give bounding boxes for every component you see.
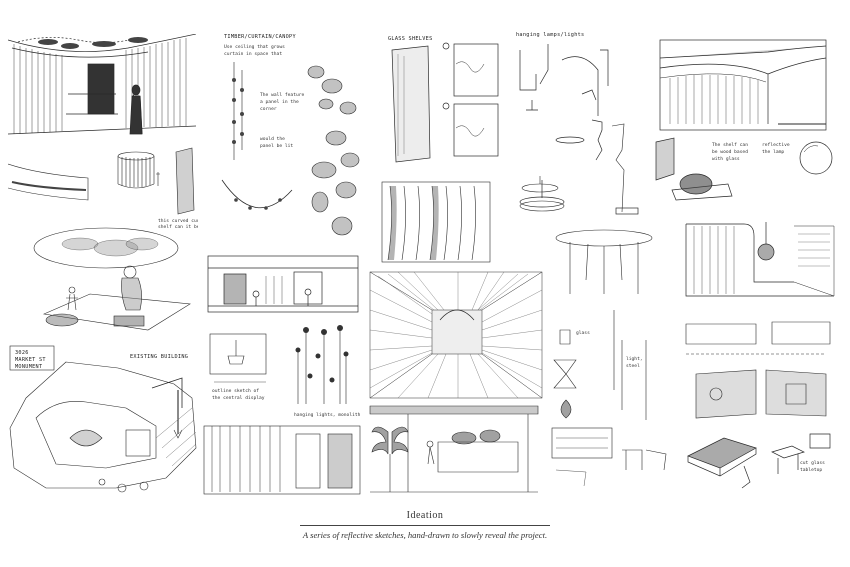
caption-title: Ideation (406, 510, 444, 521)
svg-text:would the: would the (260, 136, 285, 142)
site-plan-sketch: 3026 MARKET ST MONUMENT EXISTING BUILDIN… (6, 338, 202, 498)
site-label-3: MONUMENT (15, 364, 42, 370)
lamp-studies-sketch: glass light, steel (546, 300, 672, 490)
ring-chandelier-sketch (514, 176, 674, 296)
lamp-header: hanging lamps/lights (516, 32, 584, 38)
glass-shelves-sketch: GLASS SHELVES (384, 34, 506, 166)
curtain-room-sketch (202, 424, 362, 496)
svg-text:reflective: reflective (762, 142, 790, 148)
svg-text:glass: glass (576, 330, 590, 336)
existing-building-label: EXISTING BUILDING (130, 354, 188, 360)
corridor-perspective-sketch (8, 34, 196, 142)
svg-text:be wood based: be wood based (712, 149, 748, 155)
svg-text:The wall feature: The wall feature (260, 92, 304, 98)
site-label-1: 3026 (15, 350, 29, 356)
svg-text:this curved curtain: this curved curtain (158, 218, 198, 224)
caption-divider (300, 525, 550, 526)
caption-subtitle: A series of reflective sketches, hand-dr… (302, 530, 548, 540)
svg-text:with glass: with glass (712, 156, 740, 162)
pendant-shapes-sketch: TIMBER/CURTAIN/CANOPY Use ceiling that g… (216, 30, 376, 246)
pendant-columns-sketch: outline sketch of the central display ha… (206, 320, 362, 420)
curved-volume-sketch (658, 38, 828, 132)
svg-text:a panel in the: a panel in the (260, 99, 299, 105)
svg-text:outline sketch of: outline sketch of (212, 388, 259, 394)
svg-text:The shelf can: The shelf can (712, 142, 748, 148)
svg-text:tabletop: tabletop (800, 467, 822, 473)
tunnel-perspective-sketch (368, 270, 544, 400)
ring-curtain-sketch: this curved curtain shelf can it be (8, 144, 198, 230)
svg-text:the lamp: the lamp (762, 149, 784, 155)
svg-text:cut glass: cut glass (800, 460, 825, 466)
gallery-elevation-sketch (206, 254, 360, 314)
svg-text:corner: corner (260, 107, 277, 112)
orb-lamp-sketch: The shelf can be wood based with glass r… (652, 134, 836, 220)
svg-text:hanging lights, monolith: hanging lights, monolith (294, 412, 361, 418)
table-detail-sketch: cut glass tabletop (684, 426, 836, 492)
hanging-lamps-sketch: hanging lamps/lights (512, 30, 642, 220)
interior-counters-sketch (676, 314, 836, 422)
drape-panels-sketch (380, 180, 492, 264)
svg-text:shelf can it be: shelf can it be (158, 224, 198, 230)
timber-header: TIMBER/CURTAIN/CANOPY (224, 34, 296, 40)
caption: Ideation A series of reflective sketches… (0, 510, 850, 540)
svg-text:panel be lit: panel be lit (260, 143, 293, 149)
svg-text:the central display: the central display (212, 395, 265, 401)
planted-entrance-sketch (368, 402, 540, 498)
site-label-2: MARKET ST (15, 357, 46, 363)
room-orb-chair-sketch (684, 222, 836, 304)
note-b: curtain in space that (224, 51, 282, 57)
glass-header: GLASS SHELVES (388, 36, 433, 42)
note-a: Use ceiling that grows (224, 44, 285, 50)
cloud-canopy-sketch (30, 226, 192, 336)
svg-text:steel: steel (626, 363, 640, 369)
svg-text:light,: light, (626, 356, 643, 362)
